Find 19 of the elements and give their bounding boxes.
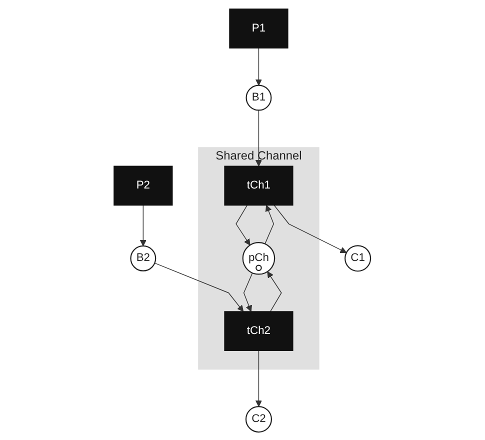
node-circle: C1 — [344, 244, 372, 272]
arrow — [264, 204, 274, 244]
node-box: P2 — [114, 165, 173, 206]
node-box: tCh2 — [224, 310, 294, 350]
node-circle: pCh — [242, 241, 276, 274]
arrow — [154, 262, 244, 312]
arrow — [236, 204, 251, 245]
arrow — [267, 270, 282, 312]
node-box: tCh1 — [224, 165, 294, 206]
arrow — [274, 204, 347, 252]
node-box: P1 — [229, 8, 289, 48]
node-circle: C2 — [246, 405, 272, 432]
node-circle: B1 — [246, 84, 272, 110]
arrow — [244, 272, 254, 312]
arrow — [256, 350, 262, 406]
arrow — [256, 109, 262, 166]
arrow — [140, 204, 147, 246]
node-circle: B2 — [130, 244, 156, 271]
arrow — [256, 47, 262, 86]
